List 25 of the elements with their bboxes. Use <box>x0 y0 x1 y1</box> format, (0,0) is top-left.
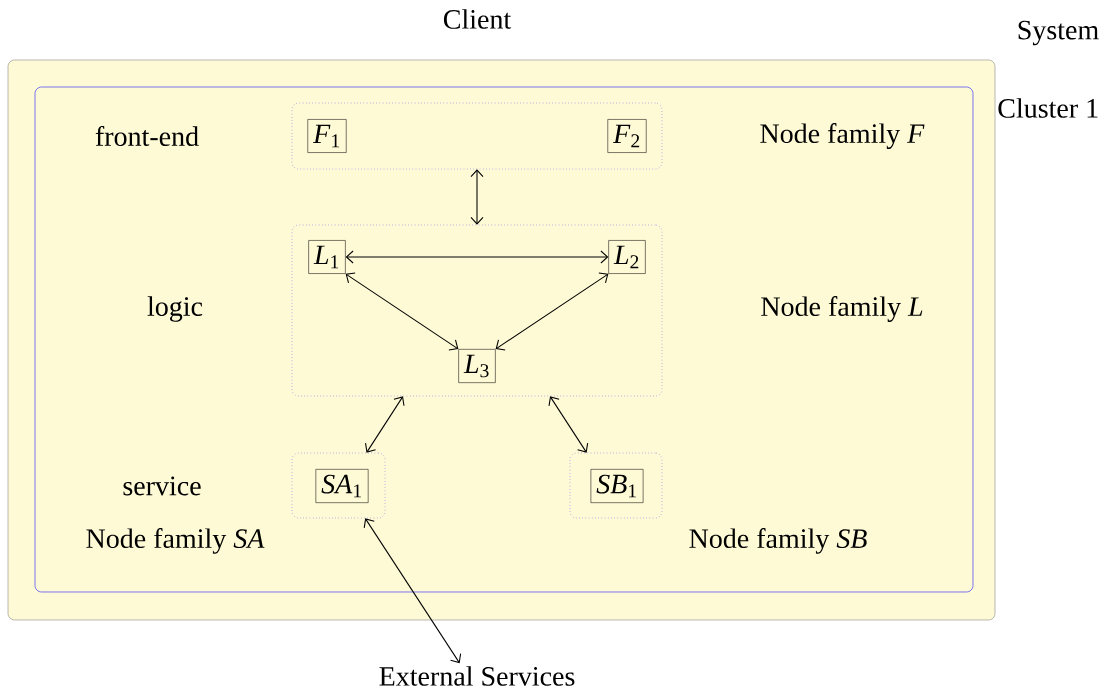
node-box: SB$_{1}$ <box>590 469 644 503</box>
double-arrow <box>363 518 462 664</box>
double-arrow <box>495 272 609 351</box>
node-box: F$_{1}$ <box>307 119 347 153</box>
node-box: L$_{3}$ <box>458 349 496 383</box>
double-arrow <box>365 396 405 453</box>
double-arrow <box>345 272 459 351</box>
text-label: service <box>123 476 201 496</box>
double-arrow <box>470 169 484 225</box>
family-label: Node family F <box>760 123 925 149</box>
text-label: front-end <box>95 126 199 146</box>
box-title: System <box>1018 20 1099 46</box>
double-arrow <box>548 396 589 453</box>
node-box: SA$_{1}$ <box>315 469 369 503</box>
node-box: F$_{2}$ <box>607 119 647 153</box>
family-label: Node family SA <box>86 528 265 554</box>
family-label: Node family SB <box>689 528 867 554</box>
text-label: External Services <box>379 666 575 686</box>
double-arrow <box>345 250 609 264</box>
text-label: Client <box>443 9 512 29</box>
family-label: Node family L <box>761 296 923 322</box>
text-label: logic <box>147 296 203 322</box>
node-box: L$_{2}$ <box>608 240 646 274</box>
node-box: L$_{1}$ <box>308 240 346 274</box>
box-title: Cluster 1 <box>998 98 1098 118</box>
